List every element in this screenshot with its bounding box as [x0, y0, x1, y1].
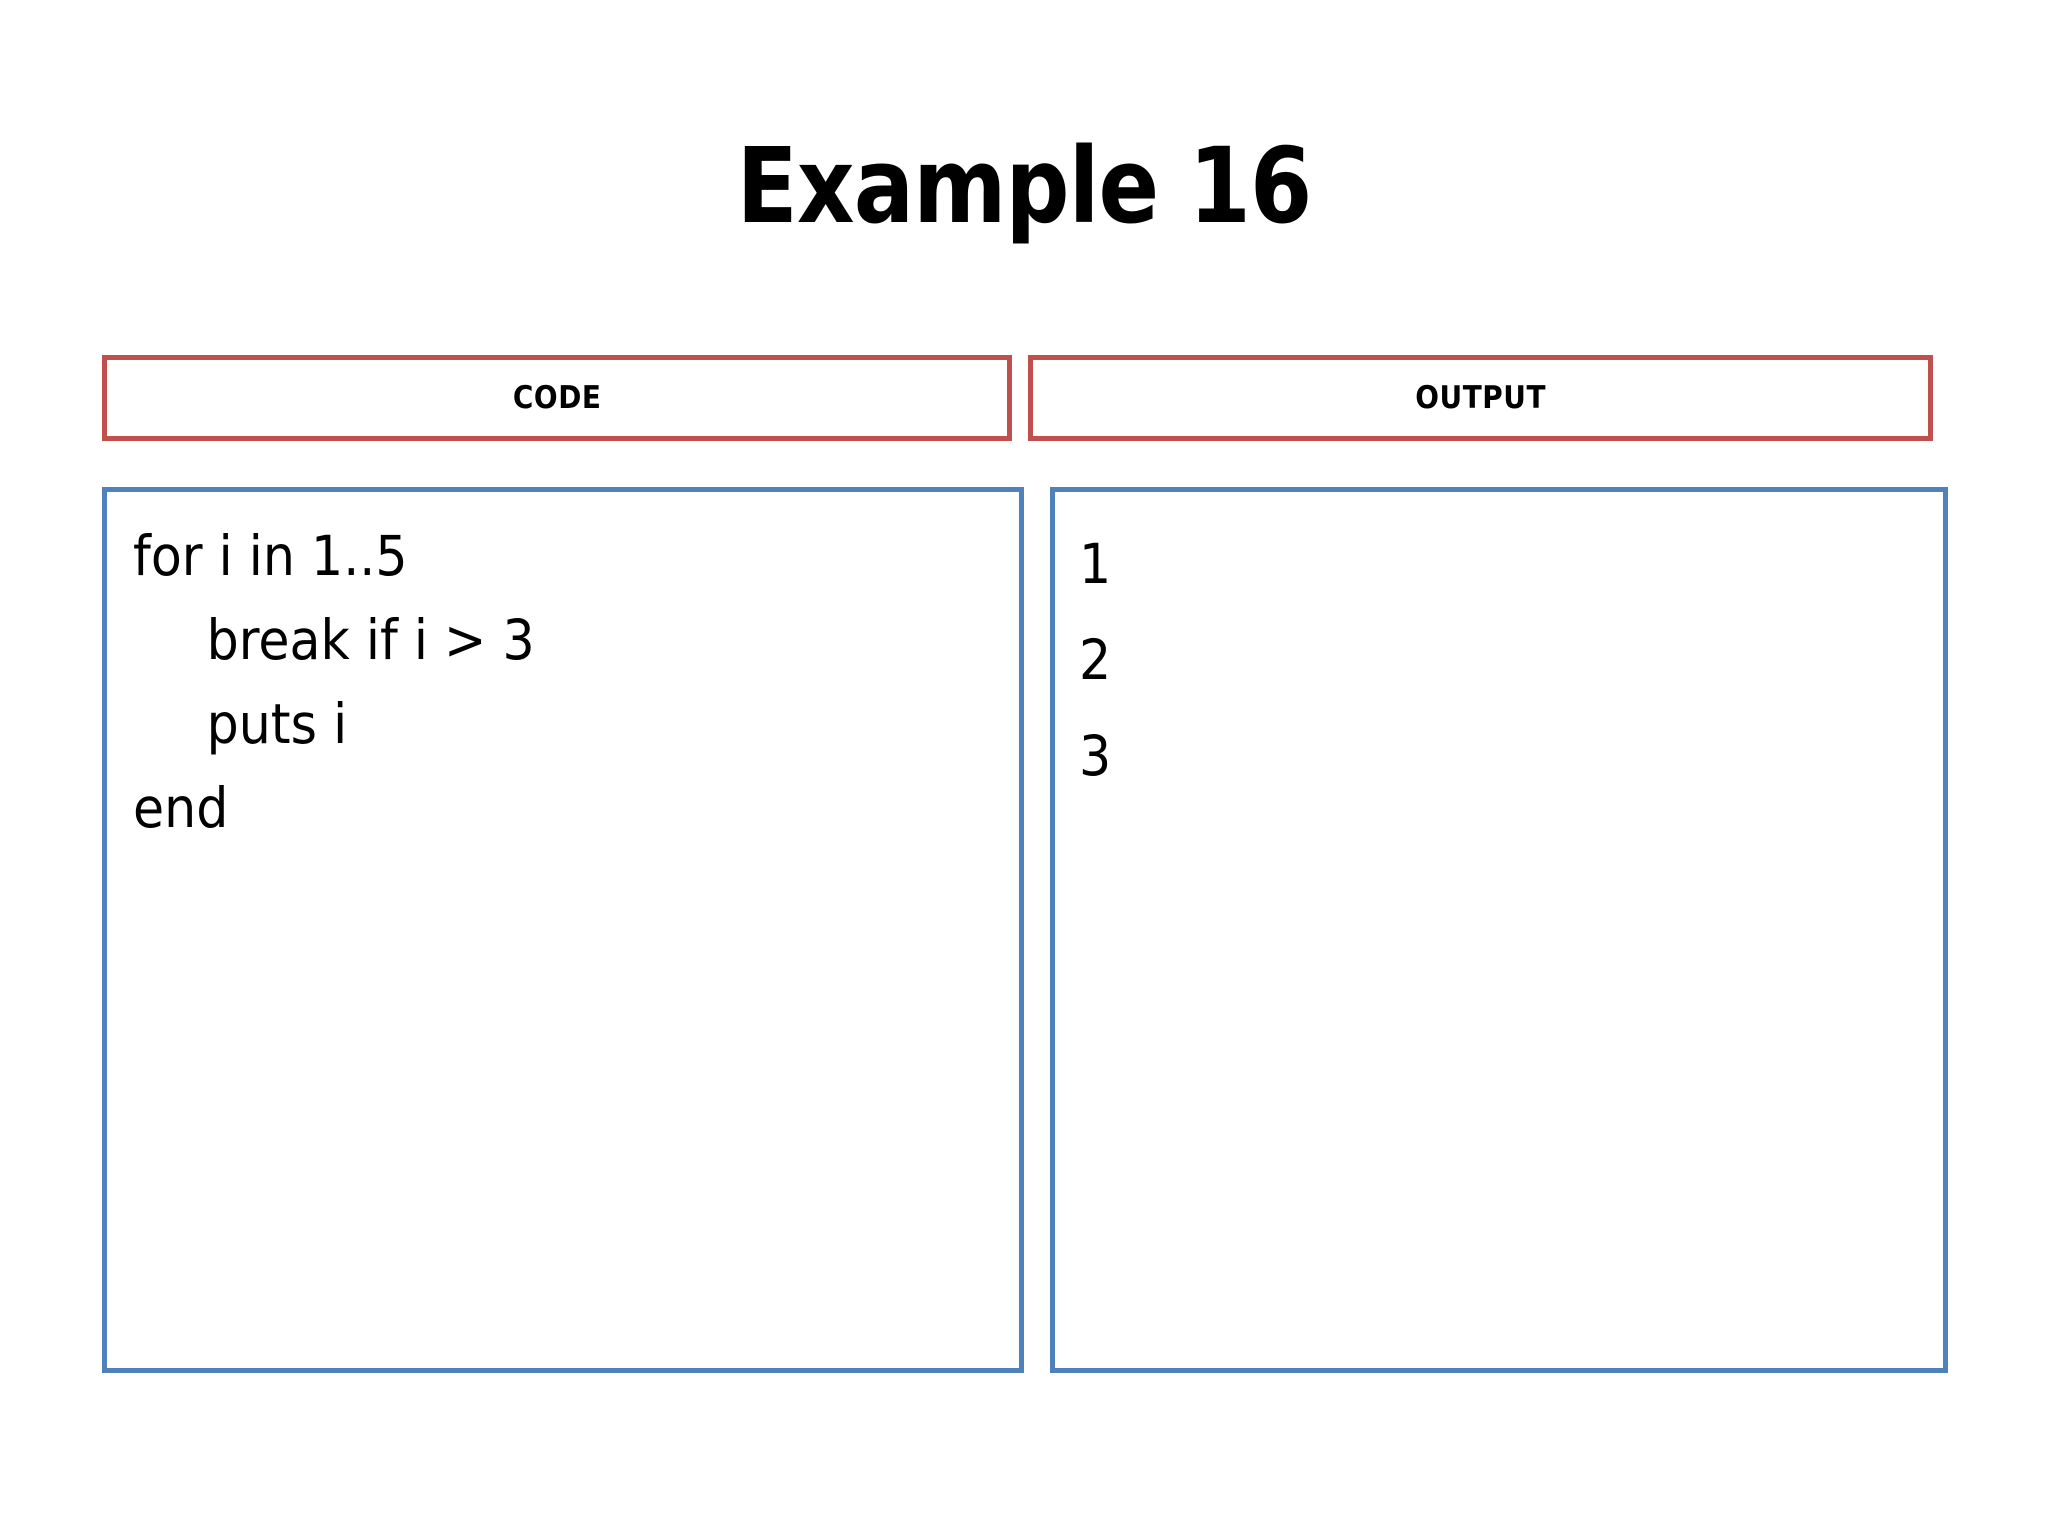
code-line: end: [133, 776, 229, 840]
code-line: puts i: [206, 692, 348, 756]
output-line: 3: [1079, 724, 1112, 788]
output-block: 1 2 3: [1079, 516, 1933, 804]
code-header-label: CODE: [512, 380, 602, 416]
code-line: break if i > 3: [206, 608, 535, 672]
code-header-box: CODE: [102, 355, 1012, 441]
code-panel: for i in 1..5 break if i > 3 puts i end: [102, 487, 1024, 1373]
code-block: for i in 1..5 break if i > 3 puts i end: [133, 514, 1009, 850]
output-line: 2: [1079, 628, 1112, 692]
code-line: for i in 1..5: [133, 524, 408, 588]
output-header-label: OUTPUT: [1415, 380, 1546, 416]
page-title: Example 16: [736, 125, 1313, 247]
output-line: 1: [1079, 532, 1112, 596]
output-panel: 1 2 3: [1050, 487, 1948, 1373]
output-header-box: OUTPUT: [1028, 355, 1933, 441]
